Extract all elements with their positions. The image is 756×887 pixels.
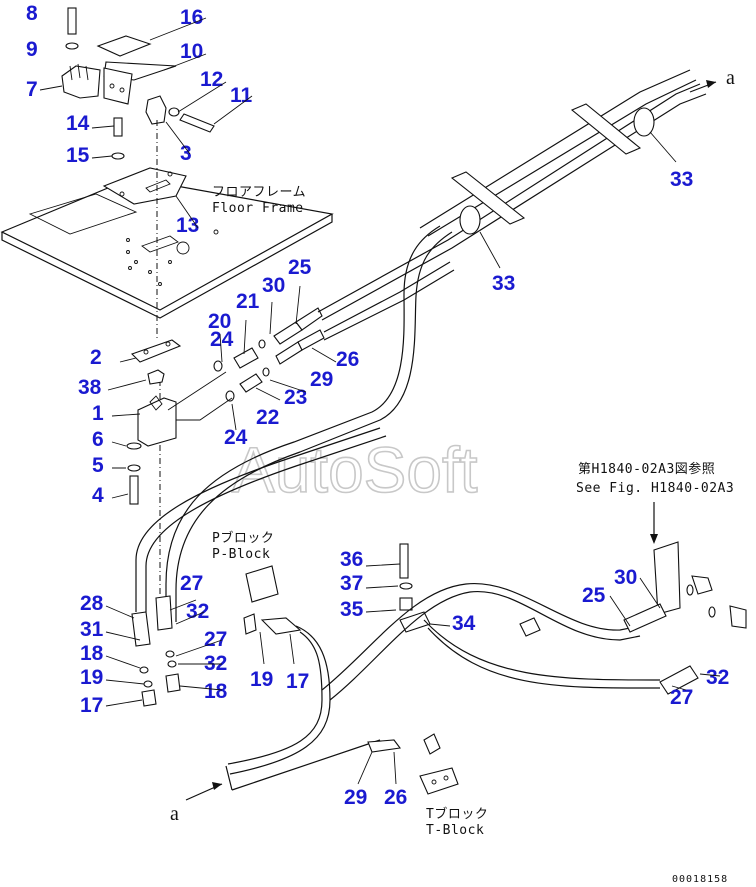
callout: 6 bbox=[92, 428, 104, 451]
floor-frame bbox=[0, 177, 334, 319]
callout: 33 bbox=[492, 272, 515, 295]
callout: 35 bbox=[340, 598, 364, 621]
callout: 30 bbox=[614, 566, 637, 589]
label-see-fig-jp: 第H1840-02A3図参照 bbox=[578, 461, 715, 477]
right-side-assembly bbox=[321, 502, 747, 701]
callout: 22 bbox=[256, 406, 279, 429]
callout: 8 bbox=[26, 2, 38, 25]
callout: 27 bbox=[670, 686, 693, 709]
lower-left-fittings bbox=[131, 595, 181, 707]
callout: 2 bbox=[90, 346, 102, 369]
leader-lines bbox=[39, 17, 721, 785]
main-pipes bbox=[135, 69, 707, 622]
callout: 25 bbox=[288, 256, 312, 279]
arrow-label-top: a bbox=[726, 67, 735, 89]
callout: 33 bbox=[670, 168, 693, 191]
label-p-block-jp: Pブロック bbox=[212, 530, 274, 546]
callout: 13 bbox=[176, 214, 199, 237]
callout: 31 bbox=[80, 618, 104, 641]
bracket-13 bbox=[102, 167, 187, 205]
label-floor-frame-en: Floor Frame bbox=[212, 201, 304, 216]
callout: 27 bbox=[180, 572, 203, 595]
callout: 5 bbox=[92, 454, 104, 477]
callout: 3 bbox=[180, 142, 192, 165]
callout: 4 bbox=[92, 484, 104, 507]
callout: 34 bbox=[452, 612, 476, 635]
callout: 19 bbox=[250, 668, 273, 691]
callout: 25 bbox=[582, 584, 606, 607]
upper-fittings bbox=[167, 307, 325, 421]
callout: 32 bbox=[706, 666, 729, 689]
callout: 24 bbox=[224, 426, 248, 449]
drawing-code: 00018158 bbox=[672, 874, 728, 885]
callout: 23 bbox=[284, 386, 307, 409]
callout: 14 bbox=[66, 112, 90, 135]
arrow-a-top: a bbox=[689, 67, 735, 93]
callout: 19 bbox=[80, 666, 103, 689]
label-t-block-jp: Tブロック bbox=[426, 806, 488, 822]
p-block bbox=[227, 565, 331, 775]
callout: 9 bbox=[26, 38, 38, 61]
callout: 28 bbox=[80, 592, 104, 615]
callout: 32 bbox=[204, 652, 227, 675]
callout: 32 bbox=[186, 600, 209, 623]
callout: 15 bbox=[66, 144, 90, 167]
callout: 26 bbox=[384, 786, 407, 809]
callout: 26 bbox=[336, 348, 359, 371]
callout: 24 bbox=[210, 328, 234, 351]
top-bracket-assembly bbox=[61, 7, 215, 160]
callout: 38 bbox=[78, 376, 102, 399]
callout: 1 bbox=[92, 402, 104, 425]
callout: 36 bbox=[340, 548, 363, 571]
callout: 16 bbox=[180, 6, 203, 29]
callout: 20 bbox=[208, 310, 231, 333]
callout: 30 bbox=[262, 274, 285, 297]
t-block bbox=[367, 733, 459, 795]
label-floor-frame-jp: フロアフレーム bbox=[212, 185, 306, 200]
callouts: 8 16 9 10 7 12 11 14 3 15 13 33 33 25 30… bbox=[26, 2, 729, 809]
callout: 27 bbox=[204, 628, 227, 651]
label-see-fig-en: See Fig. H1840-02A3 bbox=[576, 481, 734, 496]
arrow-label-bottom: a bbox=[170, 803, 179, 825]
lower-block-assembly bbox=[126, 339, 182, 505]
arrow-a-bottom: a bbox=[170, 739, 381, 825]
callout: 29 bbox=[310, 368, 333, 391]
callout: 18 bbox=[204, 680, 228, 703]
watermark: AutoSoft bbox=[232, 434, 478, 506]
clamp-33-upper bbox=[570, 103, 655, 155]
callout: 12 bbox=[200, 68, 223, 91]
callout: 17 bbox=[286, 670, 309, 693]
label-p-block-en: P-Block bbox=[212, 547, 270, 562]
callout: 21 bbox=[236, 290, 260, 313]
callout: 7 bbox=[26, 78, 38, 101]
callout: 18 bbox=[80, 642, 104, 665]
label-t-block-en: T-Block bbox=[426, 823, 484, 838]
callout: 29 bbox=[344, 786, 367, 809]
clamp-33-lower bbox=[450, 171, 526, 235]
callout: 11 bbox=[230, 84, 253, 107]
callout: 37 bbox=[340, 572, 363, 595]
callout: 17 bbox=[80, 694, 103, 717]
